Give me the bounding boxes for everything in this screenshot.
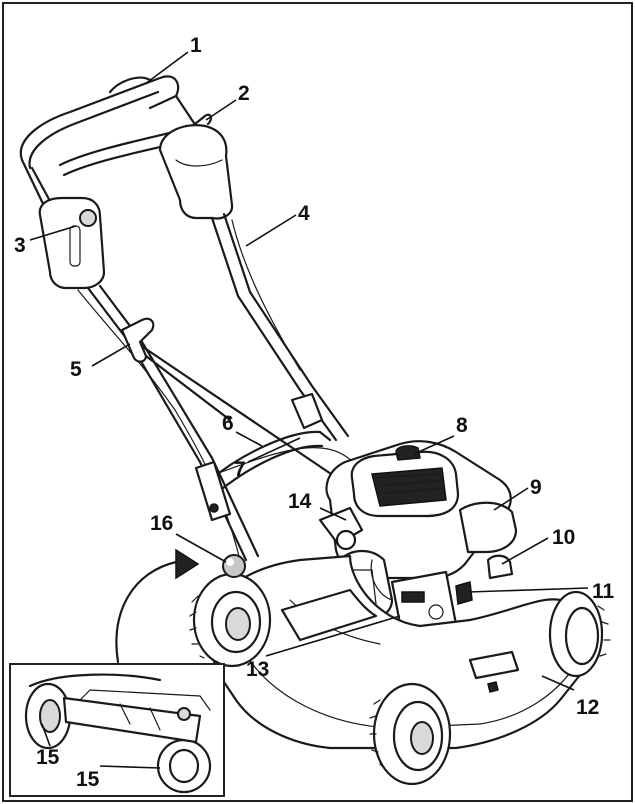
callout-1: 1 [190,34,202,57]
grass-bag-frame [194,392,332,522]
callout-14: 14 [288,490,312,513]
callout-8: 8 [456,414,468,437]
left-handle-housing [38,196,106,290]
rear-right-wheel [548,590,611,678]
callout-7: 7 [234,458,246,481]
callout-6: 6 [222,412,234,435]
callout-13: 13 [246,658,269,681]
inset-detail [9,663,225,797]
callout-16: 16 [150,512,173,535]
callout-labels: 1 2 3 4 5 6 7 8 9 10 11 12 13 14 15 15 1… [14,34,615,791]
callout-15-bottom: 15 [76,768,100,791]
callout-3: 3 [14,234,26,257]
drive-control-knob [222,554,246,578]
callout-4: 4 [298,202,310,225]
callout-2: 2 [238,82,250,105]
handle-quick-release [120,317,155,363]
mower-deck [210,554,602,750]
rear-left-wheel [189,572,272,668]
right-handle-housing [158,124,234,220]
callout-10: 10 [552,526,575,549]
callout-12: 12 [576,696,599,719]
front-wheel [369,682,452,786]
callout-9: 9 [530,476,542,499]
callout-5: 5 [70,358,82,381]
callout-15-top: 15 [36,746,60,769]
callout-11: 11 [592,580,615,603]
detail-arrow [115,548,200,664]
leader-lines [29,51,589,769]
